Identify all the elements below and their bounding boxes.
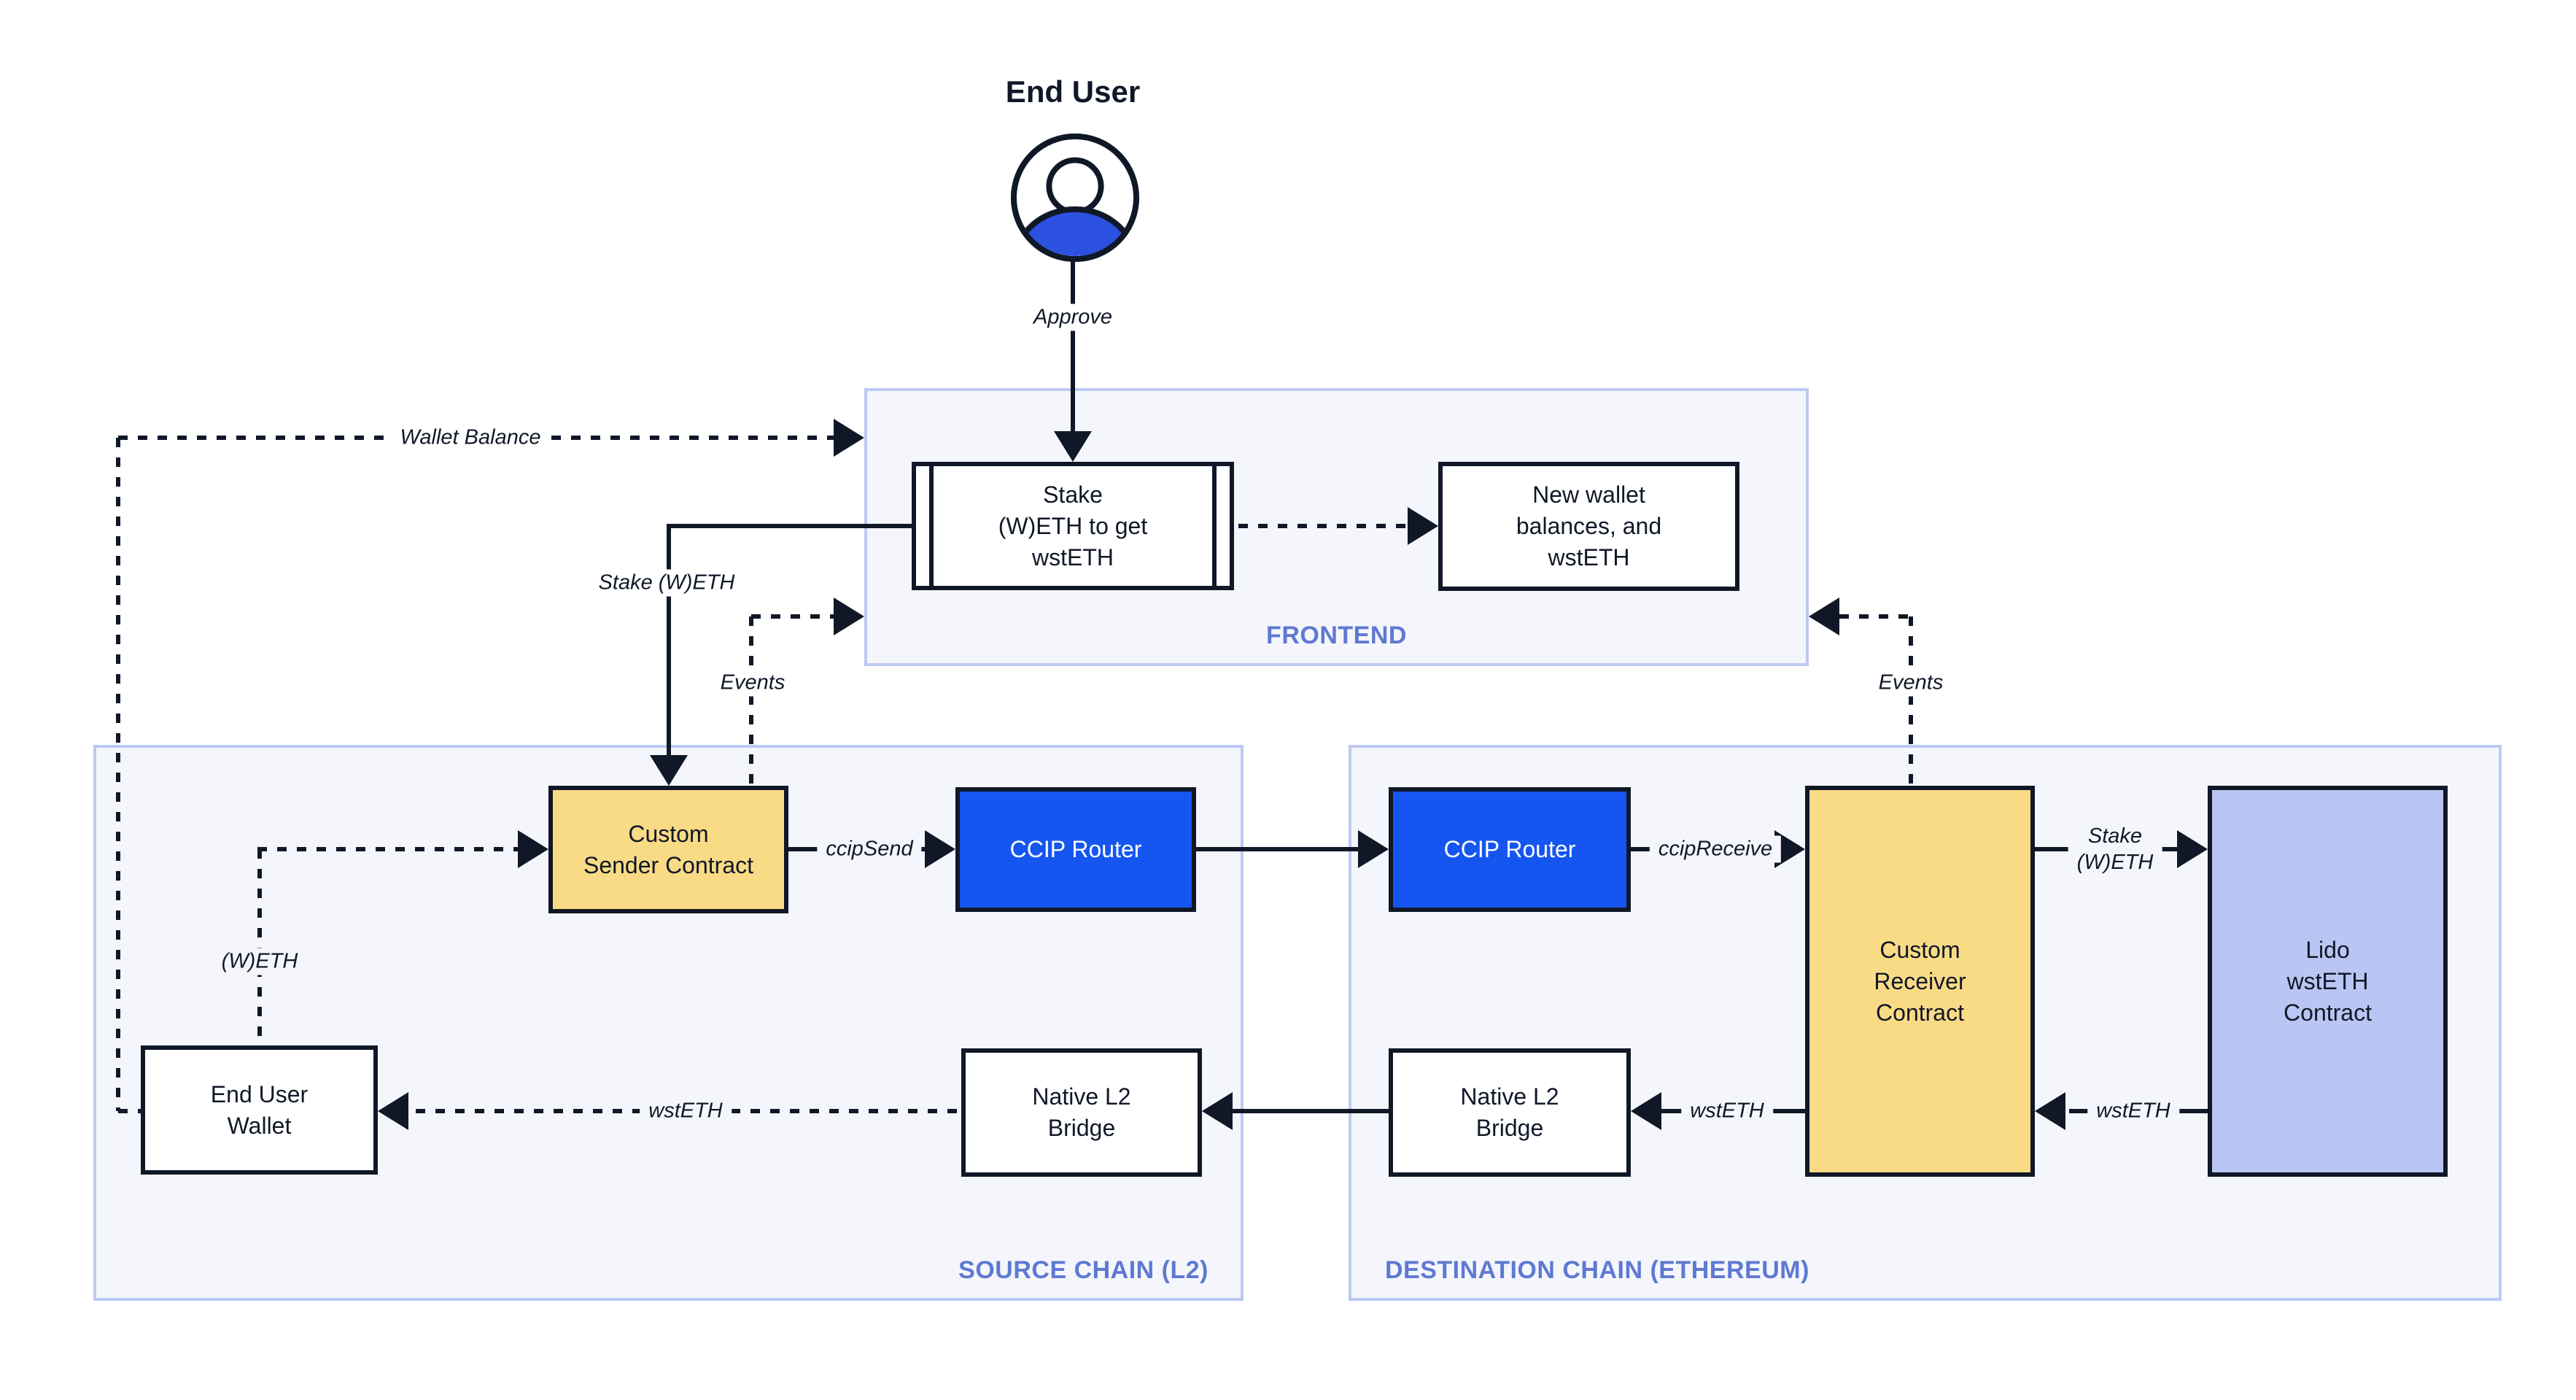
receiver-line3: Contract <box>1876 999 1964 1026</box>
end-user-wallet-line2: Wallet <box>227 1112 292 1139</box>
source-bridge-line1: Native L2 <box>1032 1083 1131 1110</box>
source-ccip-router-box: CCIP Router <box>955 787 1196 912</box>
weth-line-vertical <box>257 849 262 1045</box>
wsteth-lido-arrowhead-icon <box>2035 1092 2065 1130</box>
wallet-balance-line-stub <box>118 1109 142 1113</box>
receiver-line1: Custom <box>1879 936 1960 963</box>
events-left-label: Events <box>711 669 794 697</box>
stake-box-line2: (W)ETH to get <box>998 512 1148 539</box>
ccipreceive-label: ccipReceive <box>1649 835 1782 863</box>
sender-line1: Custom <box>628 820 709 847</box>
end-user-title: End User <box>1005 74 1141 109</box>
wallet-balance-label: Wallet Balance <box>391 424 550 452</box>
receiver-line2: Receiver <box>1874 967 1966 994</box>
weth-arrowhead-icon <box>518 830 548 868</box>
destination-bridge-line2: Bridge <box>1475 1115 1544 1141</box>
wsteth-receiver-label: wstETH <box>1681 1097 1773 1125</box>
events-right-line-horizontal <box>1839 614 1911 619</box>
stake-to-newwallet-line <box>1238 524 1408 528</box>
stake-weth-line-horizontal <box>667 524 915 528</box>
custom-receiver-contract-box: Custom Receiver Contract <box>1805 786 2035 1177</box>
source-bridge-line2: Bridge <box>1047 1115 1116 1141</box>
subprocess-bar-left-icon <box>929 466 934 586</box>
wsteth-source-arrowhead-icon <box>378 1092 408 1130</box>
stake-weth-line-vertical <box>667 524 671 757</box>
ccipsend-arrowhead-icon <box>925 830 955 868</box>
new-wallet-line3: wstETH <box>1548 544 1630 571</box>
bridge-to-bridge-arrowhead-icon <box>1202 1092 1233 1130</box>
events-left-line-horizontal <box>751 614 834 619</box>
new-wallet-line2: balances, and <box>1516 513 1662 539</box>
ccipsend-label: ccipSend <box>817 835 922 863</box>
custom-sender-contract-box: Custom Sender Contract <box>548 786 788 913</box>
router-to-router-arrowhead-icon <box>1358 830 1389 868</box>
end-user-wallet-box: End User Wallet <box>141 1045 378 1175</box>
events-right-arrowhead-icon <box>1809 597 1839 635</box>
approve-arrowhead-icon <box>1054 431 1092 462</box>
stake-weth-dest-label: Stake (W)ETH <box>2068 821 2162 877</box>
events-right-line-vertical <box>1909 616 1913 786</box>
stake-weth-arrowhead-icon <box>650 755 688 786</box>
wsteth-receiver-arrowhead-icon <box>1631 1092 1661 1130</box>
frontend-label: FRONTEND <box>1266 622 1407 649</box>
wsteth-source-label: wstETH <box>640 1097 732 1125</box>
wallet-balance-arrowhead-icon <box>834 419 864 457</box>
end-user-person-icon <box>1010 133 1140 263</box>
lido-wsteth-contract-box: Lido wstETH Contract <box>2208 786 2448 1177</box>
stake-weth-dest-arrowhead-icon <box>2177 830 2208 868</box>
destination-ccip-router-label: CCIP Router <box>1443 836 1576 862</box>
weth-label: (W)ETH <box>212 948 307 975</box>
events-left-line-vertical <box>749 616 753 786</box>
wsteth-lido-label: wstETH <box>2087 1097 2179 1125</box>
subprocess-bar-right-icon <box>1212 466 1217 586</box>
stake-subprocess-box: Stake (W)ETH to get wstETH <box>912 462 1234 590</box>
destination-chain-label: DESTINATION CHAIN (ETHEREUM) <box>1385 1256 1809 1284</box>
new-wallet-box: New wallet balances, and wstETH <box>1438 462 1739 591</box>
weth-line-horizontal <box>257 847 518 851</box>
source-native-bridge-box: Native L2 Bridge <box>961 1048 1202 1177</box>
approve-label: Approve <box>1024 303 1122 331</box>
source-chain-label: SOURCE CHAIN (L2) <box>958 1256 1209 1284</box>
stake-to-newwallet-arrowhead-icon <box>1408 507 1438 545</box>
events-right-label: Events <box>1869 669 1952 697</box>
stake-box-line3: wstETH <box>1032 544 1114 571</box>
destination-ccip-router-box: CCIP Router <box>1389 787 1631 912</box>
destination-bridge-line1: Native L2 <box>1460 1083 1559 1110</box>
source-ccip-router-label: CCIP Router <box>1009 836 1142 862</box>
new-wallet-line1: New wallet <box>1532 482 1645 508</box>
router-to-router-line <box>1196 847 1358 851</box>
stake-weth-dest-label-line1: Stake <box>2087 824 2143 848</box>
end-user-wallet-line1: End User <box>210 1080 309 1107</box>
destination-native-bridge-box: Native L2 Bridge <box>1389 1048 1631 1177</box>
stake-box-line1: Stake <box>1043 481 1103 508</box>
wallet-balance-line-vertical <box>116 438 120 1111</box>
lido-line1: Lido <box>2305 936 2350 963</box>
bridge-to-bridge-line <box>1233 1109 1389 1113</box>
lido-line2: wstETH <box>2286 967 2369 994</box>
sender-line2: Sender Contract <box>583 851 753 878</box>
stake-weth-dest-label-line2: (W)ETH <box>2076 851 2154 874</box>
events-left-arrowhead-icon <box>834 597 864 635</box>
lido-line3: Contract <box>2284 999 2372 1026</box>
approve-arrow-line <box>1071 261 1075 433</box>
stake-weth-label: Stake (W)ETH <box>589 569 744 597</box>
